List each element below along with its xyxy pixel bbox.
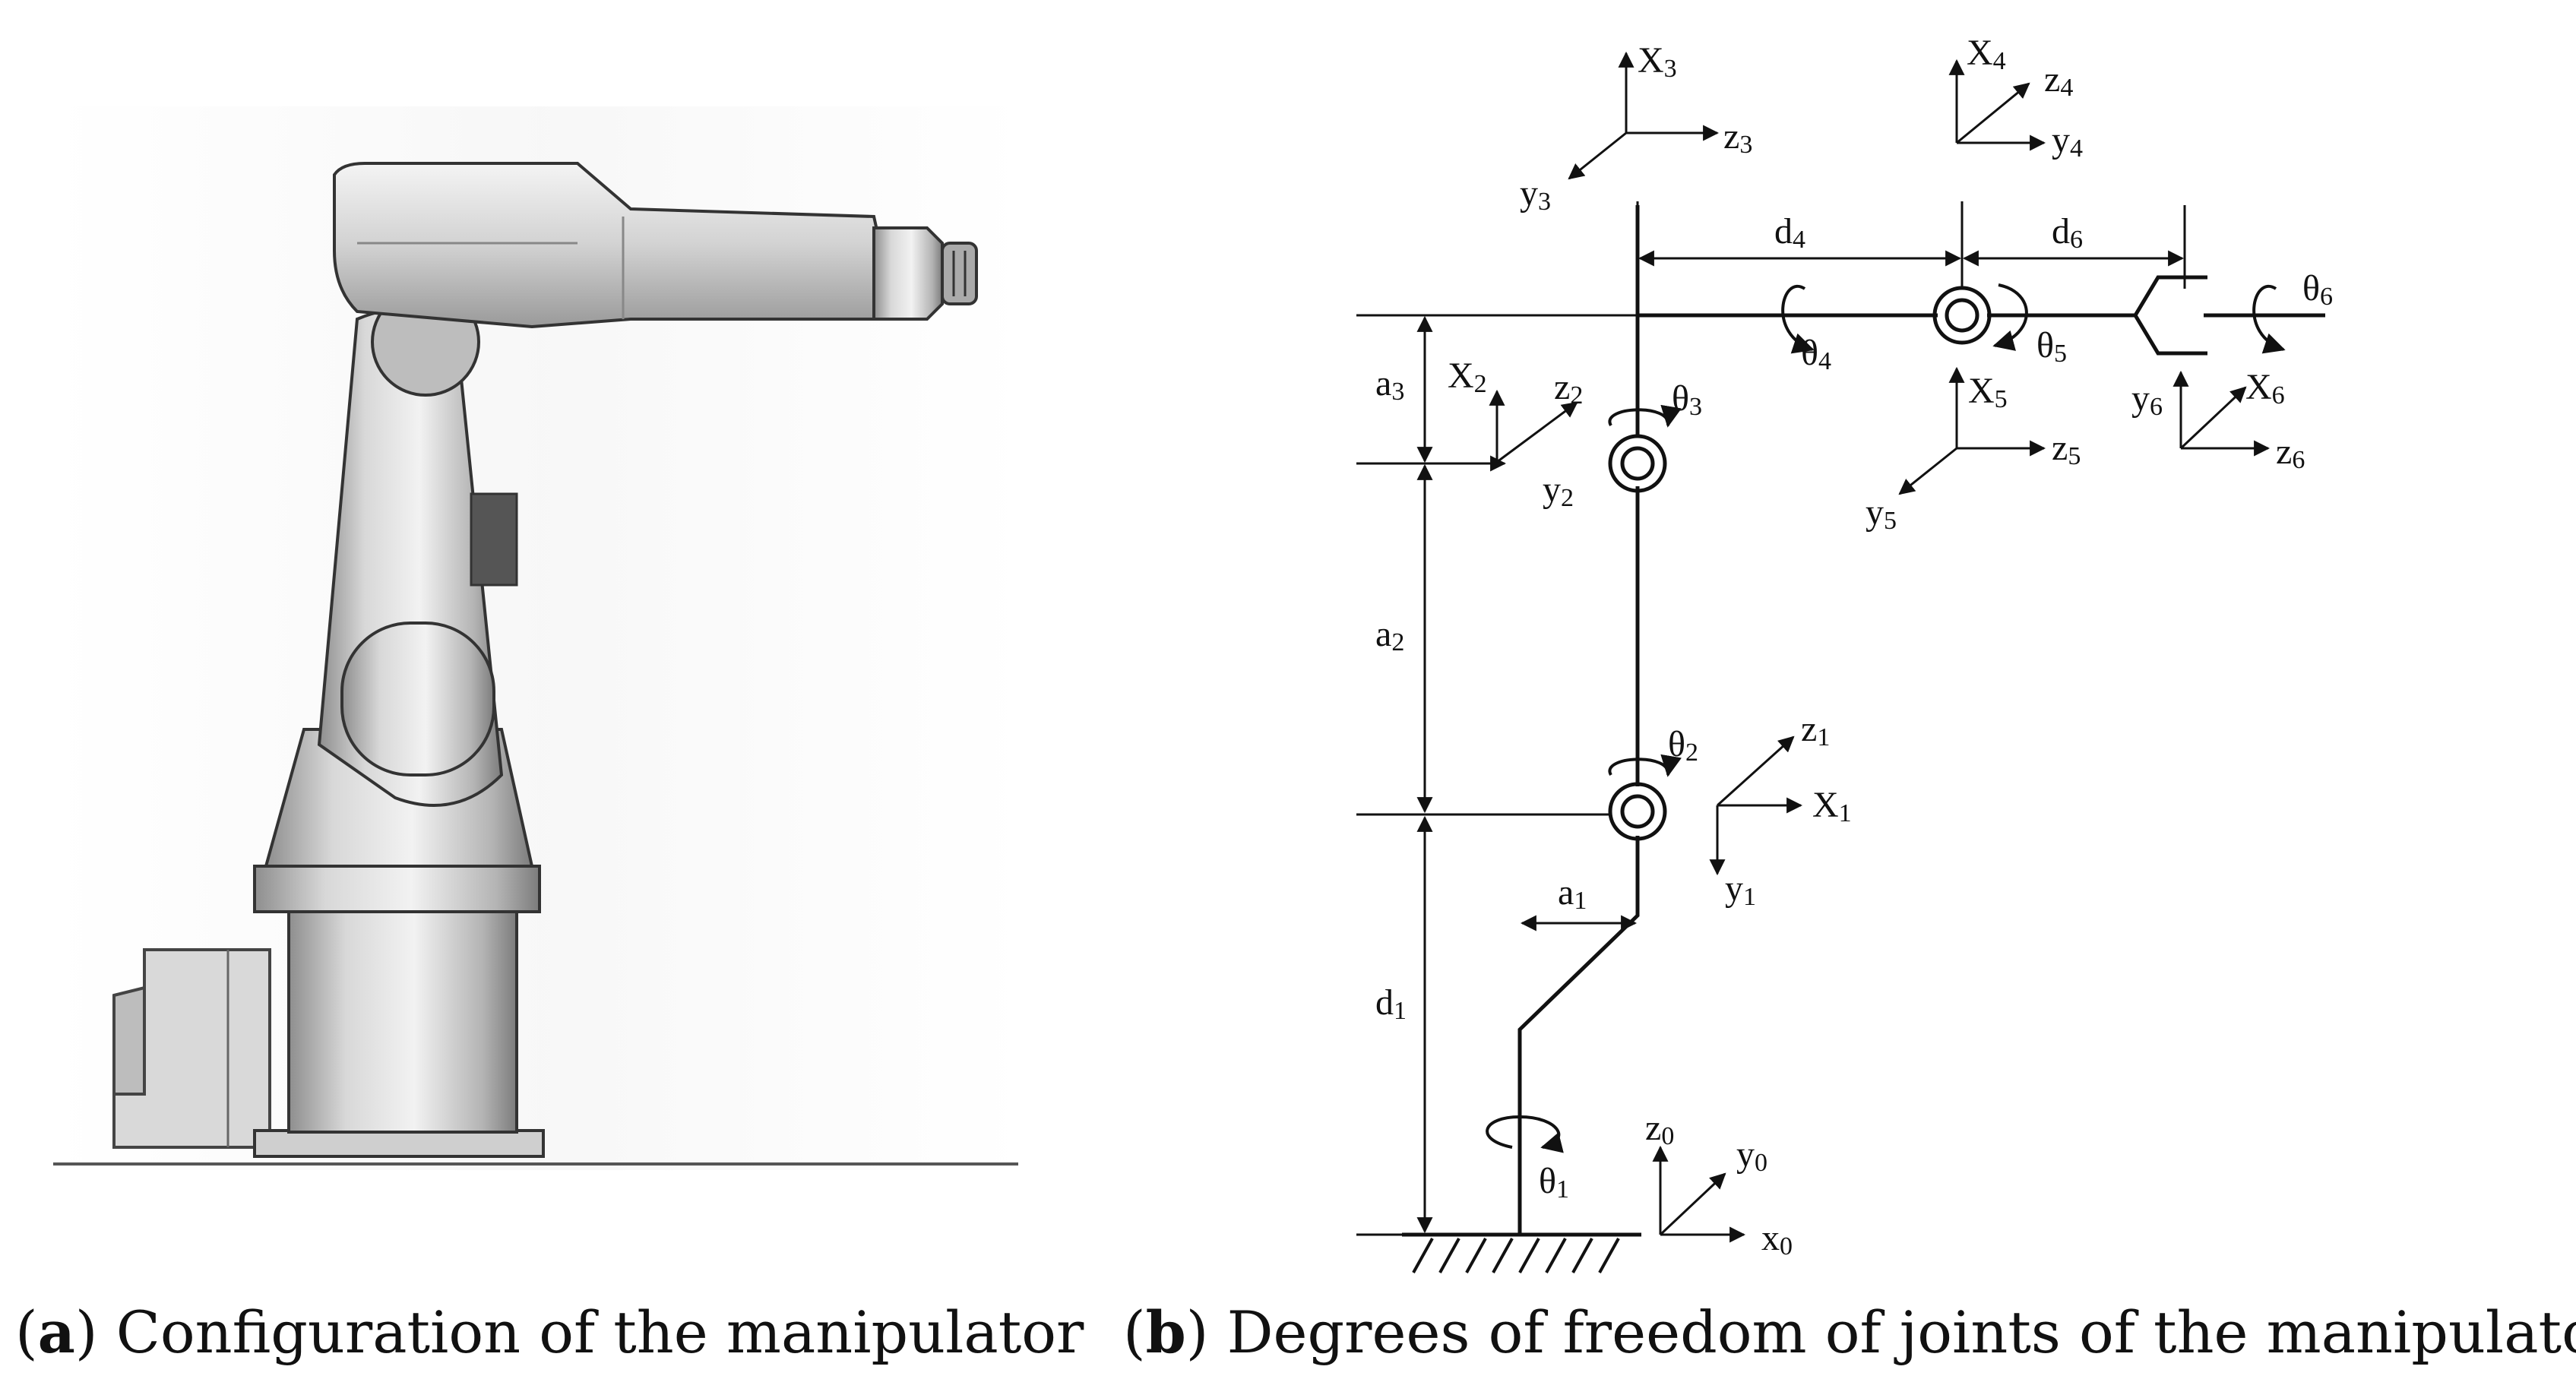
label-a3: a3 <box>1375 363 1404 406</box>
rotation-arc-4 <box>1781 285 1815 354</box>
label-x4: X4 <box>1967 33 2006 75</box>
label-z4: z4 <box>2044 59 2073 102</box>
label-x0: x0 <box>1761 1218 1793 1260</box>
label-y2: y2 <box>1543 470 1574 512</box>
joint-5 <box>1932 286 1992 345</box>
label-y4: y4 <box>2052 120 2083 163</box>
label-x2: X2 <box>1448 356 1487 398</box>
frame-1-axes <box>1709 735 1803 876</box>
label-theta1: θ1 <box>1539 1161 1569 1203</box>
caption-b: (b) Degrees of freedom of joints of the … <box>1123 1298 2576 1366</box>
joint-2 <box>1608 782 1667 841</box>
kinematic-diagram <box>1356 51 2325 1273</box>
label-z5: z5 <box>2052 428 2081 470</box>
label-d1: d1 <box>1375 982 1407 1025</box>
label-theta2: θ2 <box>1668 724 1698 767</box>
frame-6-axes <box>2173 370 2271 457</box>
rotation-arc-2 <box>1608 754 1682 777</box>
robot-control-box <box>112 948 271 1149</box>
gripper <box>2133 275 2207 356</box>
label-y3: y3 <box>1520 173 1551 216</box>
label-y0: y0 <box>1736 1134 1767 1177</box>
robot-flange <box>941 242 978 305</box>
frame-2-axes <box>1489 389 1578 463</box>
ground-hatch <box>1402 1232 1641 1273</box>
label-z6: z6 <box>2276 432 2305 474</box>
label-y6: y6 <box>2131 378 2163 421</box>
robot-rendering <box>53 106 1026 1170</box>
frame-5-axes <box>1898 366 2046 495</box>
label-a2: a2 <box>1375 614 1404 656</box>
label-theta5: θ5 <box>2036 325 2067 368</box>
frame-0-axes <box>1652 1145 1746 1243</box>
rotation-arc-1 <box>1486 1115 1564 1153</box>
rotation-arc-6 <box>2252 285 2286 354</box>
label-x3: X3 <box>1638 40 1677 83</box>
label-x5: X5 <box>1968 371 2008 413</box>
rotation-arc-3 <box>1608 404 1682 428</box>
label-z1: z1 <box>1801 709 1830 751</box>
rotation-arc-5 <box>1992 283 2028 351</box>
label-a1: a1 <box>1558 872 1587 915</box>
label-x1: X1 <box>1812 785 1852 827</box>
robot-upper-arm <box>333 162 899 329</box>
labels: z0 y0 x0 z1 X1 y1 X2 z2 y2 X3 z3 y3 X4 z… <box>1375 33 2333 1260</box>
robot-wrist <box>872 226 944 321</box>
label-d4: d4 <box>1774 211 1805 254</box>
label-theta4: θ4 <box>1801 333 1831 375</box>
label-z3: z3 <box>1723 116 1752 159</box>
robot-base-cylinder <box>287 903 518 1134</box>
robot-base-plate <box>253 1129 545 1158</box>
label-d6: d6 <box>2052 211 2083 254</box>
label-z2: z2 <box>1554 367 1583 410</box>
label-z0: z0 <box>1645 1108 1674 1150</box>
frame-4-axes <box>1948 59 2046 151</box>
link-base <box>1517 836 1640 1235</box>
frame-3-axes <box>1568 51 1720 180</box>
label-y1: y1 <box>1725 868 1756 911</box>
joint-3 <box>1608 434 1667 493</box>
label-theta6: θ6 <box>2302 268 2333 311</box>
label-x6: X6 <box>2245 367 2285 410</box>
label-theta3: θ3 <box>1672 378 1702 421</box>
label-y5: y5 <box>1866 492 1897 535</box>
caption-a: (a) Configuration of the manipulator <box>15 1298 1084 1366</box>
